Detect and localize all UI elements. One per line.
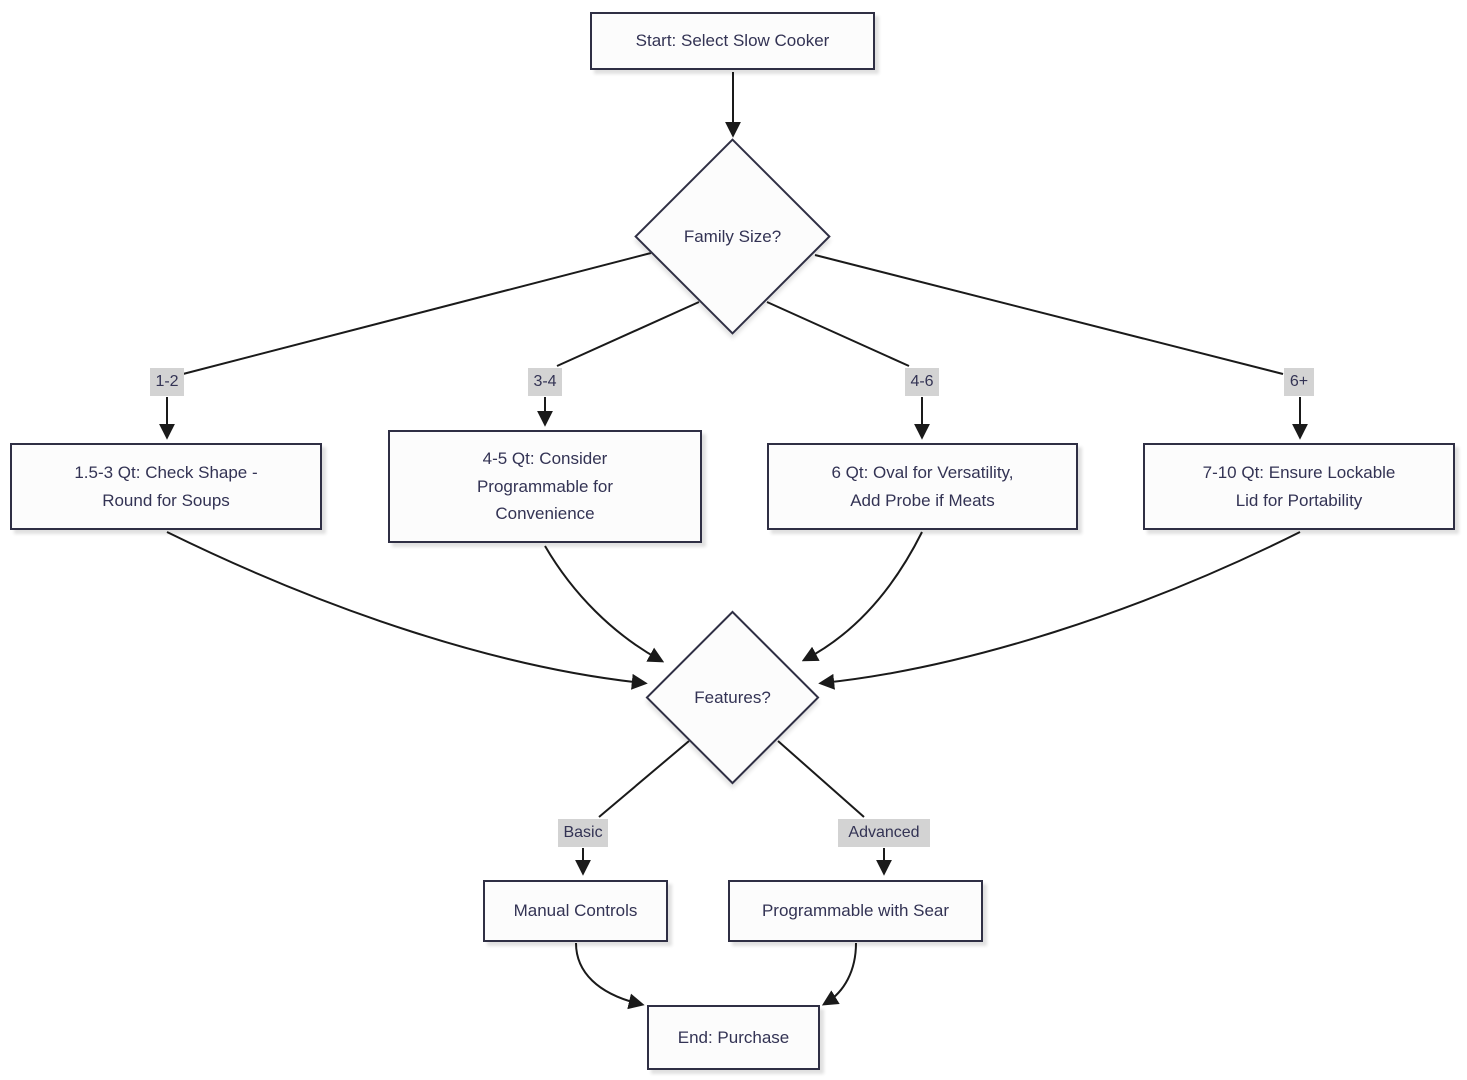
node-programmable-sear-label: Programmable with Sear xyxy=(761,901,950,921)
edge-label-3-4-text: 3-4 xyxy=(533,373,557,390)
edge-label-basic-text: Basic xyxy=(563,824,603,841)
edge-label-1-2-text: 1-2 xyxy=(155,373,179,390)
node-family-size-label: Family Size? xyxy=(683,226,782,246)
edge-label-6-plus-text: 6+ xyxy=(1289,373,1309,390)
edge-features-to-label-basic xyxy=(598,740,690,818)
node-option-6-plus-label: 7-10 Qt: Ensure Lockable Lid for Portabi… xyxy=(1202,462,1396,510)
edge-family-to-label-4-6 xyxy=(766,301,910,367)
node-features-label: Features? xyxy=(694,687,771,707)
node-option-3-4: 4-5 Qt: Consider Programmable for Conven… xyxy=(388,430,702,543)
edge-family-to-label-6-plus xyxy=(814,254,1284,375)
edge-label-4-6: 4-6 xyxy=(905,368,939,396)
node-family-size: Family Size? xyxy=(634,138,831,335)
edge-6-plus-to-features xyxy=(818,531,1301,690)
edge-label-advanced-text: Advanced xyxy=(848,824,920,841)
edge-programmable-to-end xyxy=(821,942,857,1006)
edge-3-4-to-features xyxy=(544,545,665,663)
node-option-3-4-label: 4-5 Qt: Consider Programmable for Conven… xyxy=(476,449,614,524)
edge-manual-to-end xyxy=(575,942,645,1010)
node-option-1-2-label: 1.5-3 Qt: Check Shape - Round for Soups xyxy=(74,462,258,510)
node-end-label: End: Purchase xyxy=(677,1027,790,1047)
node-manual-controls-label: Manual Controls xyxy=(513,901,638,921)
node-programmable-sear: Programmable with Sear xyxy=(728,880,983,942)
edge-label-4-6-text: 4-6 xyxy=(910,373,934,390)
edge-family-to-label-1-2 xyxy=(182,252,652,375)
node-features: Features? xyxy=(645,610,820,785)
node-end: End: Purchase xyxy=(647,1005,820,1070)
node-option-1-2: 1.5-3 Qt: Check Shape - Round for Soups xyxy=(10,443,322,530)
edge-1-2-to-features xyxy=(166,531,648,690)
node-option-4-6-label: 6 Qt: Oval for Versatility, Add Probe if… xyxy=(831,462,1014,510)
edge-4-6-to-features xyxy=(801,531,923,662)
edge-label-1-2: 1-2 xyxy=(150,368,184,396)
edge-family-to-label-3-4 xyxy=(556,301,700,367)
edge-label-basic: Basic xyxy=(558,819,608,847)
edge-label-6-plus: 6+ xyxy=(1284,368,1314,396)
node-start: Start: Select Slow Cooker xyxy=(590,12,875,70)
node-manual-controls: Manual Controls xyxy=(483,880,668,942)
edge-label-3-4: 3-4 xyxy=(528,368,562,396)
edge-features-to-label-advanced xyxy=(777,740,865,818)
node-option-6-plus: 7-10 Qt: Ensure Lockable Lid for Portabi… xyxy=(1143,443,1455,530)
edge-label-advanced: Advanced xyxy=(838,819,930,847)
node-option-4-6: 6 Qt: Oval for Versatility, Add Probe if… xyxy=(767,443,1078,530)
node-start-label: Start: Select Slow Cooker xyxy=(635,31,830,51)
